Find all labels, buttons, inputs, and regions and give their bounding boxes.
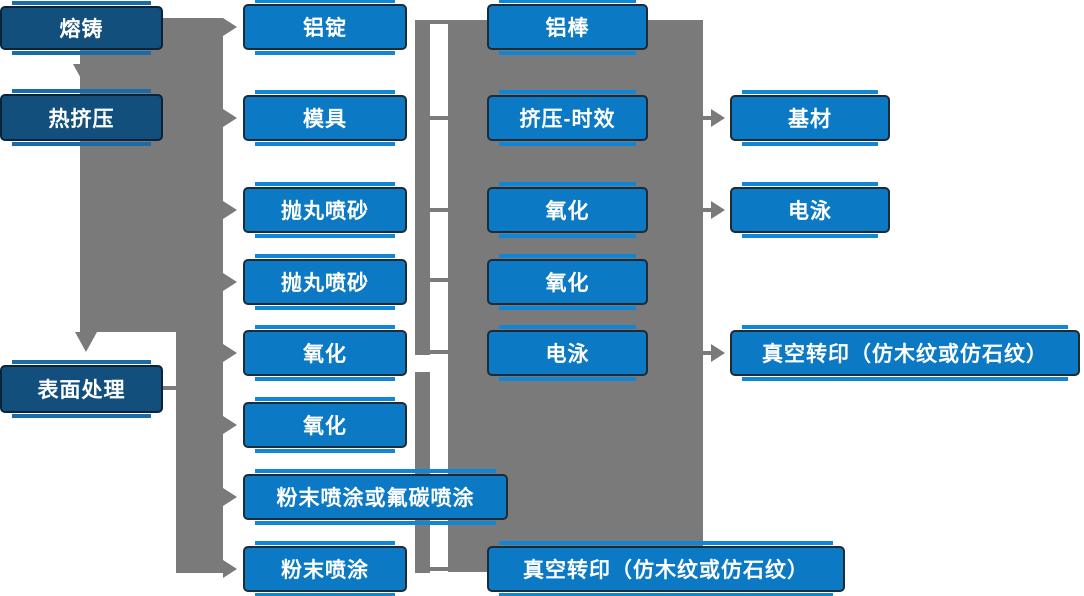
output-stem-electrophoresis [703,208,711,212]
node-label: 氧化 [303,343,347,366]
node-oxidation-2: 氧化 [243,397,407,453]
node-powder-coating: 粉末喷涂 [243,541,407,596]
arrow-to-oxidation-1-icon [223,344,237,362]
node-aluminum-rod: 铝棒 [487,0,648,55]
node-label: 挤压-时效 [519,108,616,131]
node-label: 电泳 [788,200,832,223]
node-melting: 熔铸 [0,1,163,55]
arrow-to-shot-blasting-1-icon [223,201,237,219]
arrow-to-shot-blasting-2-icon [223,273,237,291]
connector-merge-bar-upper [415,20,430,355]
node-label: 模具 [303,108,347,131]
node-aluminum-ingot: 铝锭 [243,0,407,55]
output-stem-vacuum-transfer [703,351,711,355]
node-base-material: 基材 [730,90,890,146]
node-extrusion-aging: 挤压-时效 [487,90,648,146]
node-label: 铝棒 [545,17,590,40]
node-vacuum-transfer-print-2: 真空转印（仿木纹或仿石纹） [730,325,1080,381]
node-label: 真空转印（仿木纹或仿石纹） [523,559,809,582]
connector-left-lower-bar [176,332,223,573]
arrow-to-mold-icon [223,109,237,127]
merge-stem-3 [430,208,448,212]
node-shot-blasting-1: 抛丸喷砂 [243,182,407,238]
arrow-to-aluminum-ingot-icon [223,18,237,36]
node-mold: 模具 [243,90,407,146]
node-label: 抛丸喷砂 [281,200,369,223]
connector-surface-treatment-line [163,386,177,390]
node-label: 基材 [788,108,832,131]
arrow-to-electrophoresis-2-icon [711,201,725,219]
arrow-to-base-material-icon [711,109,725,127]
node-label: 铝锭 [303,17,347,40]
arrow-to-powder-or-fluorocarbon-icon [223,488,237,506]
arrow-to-powder-coating-icon [223,560,237,578]
arrow-to-vacuum-transfer-2-icon [711,344,725,362]
node-electrophoresis-1: 电泳 [487,325,648,381]
node-oxidation-1: 氧化 [243,325,407,381]
node-label: 表面处理 [37,379,126,402]
node-label: 抛丸喷砂 [281,272,369,295]
merge-stem-1 [430,20,448,24]
node-shot-blasting-2: 抛丸喷砂 [243,254,407,310]
node-label: 氧化 [303,415,347,438]
node-label: 熔铸 [59,18,104,41]
node-label: 真空转印（仿木纹或仿石纹） [762,343,1048,366]
merge-stem-2 [430,116,448,120]
node-vacuum-transfer-print-1: 真空转印（仿木纹或仿石纹） [487,541,845,596]
node-label: 氧化 [545,200,590,223]
merge-stem-4 [430,278,448,282]
arrow-down-to-surface-treatment-icon [75,332,97,352]
output-stem-base-material [703,116,711,120]
node-label: 电泳 [545,343,590,366]
node-label: 粉末喷涂 [281,559,369,582]
node-label: 热挤压 [48,107,115,131]
arrow-to-oxidation-2-icon [223,416,237,434]
node-surface-treatment: 表面处理 [0,360,163,418]
node-oxidation-3: 氧化 [487,182,648,238]
connector-left-trunk [80,18,223,332]
merge-stem-5 [430,350,448,354]
node-powder-or-fluorocarbon-coating: 粉末喷涂或氟碳喷涂 [243,469,508,525]
node-label: 粉末喷涂或氟碳喷涂 [276,487,475,510]
node-electrophoresis-2: 电泳 [730,182,890,238]
node-oxidation-4: 氧化 [487,254,648,310]
node-label: 氧化 [545,272,590,295]
arrow-down-to-hot-extrusion-icon [73,64,95,84]
node-hot-extrusion: 热挤压 [0,89,163,146]
